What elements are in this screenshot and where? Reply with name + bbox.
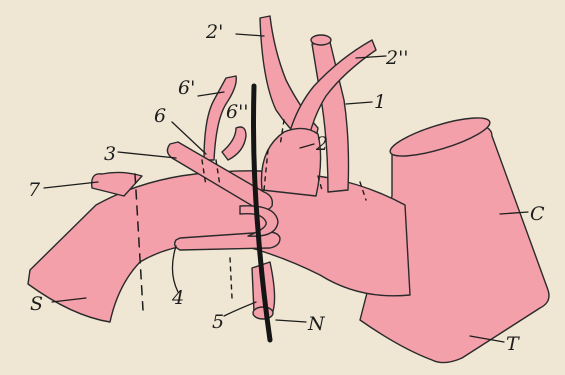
label-3: 3 [104,143,116,165]
label-6-double-prime: 6'' [226,101,249,123]
label-5: 5 [212,311,224,333]
label-1: 1 [374,91,386,113]
label-6: 6 [154,105,166,127]
label-n: N [307,313,326,335]
label-2-prime: 2' [205,21,223,43]
label-2: 2 [315,133,328,155]
branch-5-end [253,307,273,319]
label-2-double-prime: 2'' [385,47,409,69]
label-t: T [506,333,520,355]
label-4: 4 [171,287,184,309]
label-6-prime: 6' [178,77,195,99]
label-7: 7 [28,179,41,201]
label-s: S [30,293,43,315]
label-c: C [530,203,545,225]
branch-1-opening [311,35,331,45]
